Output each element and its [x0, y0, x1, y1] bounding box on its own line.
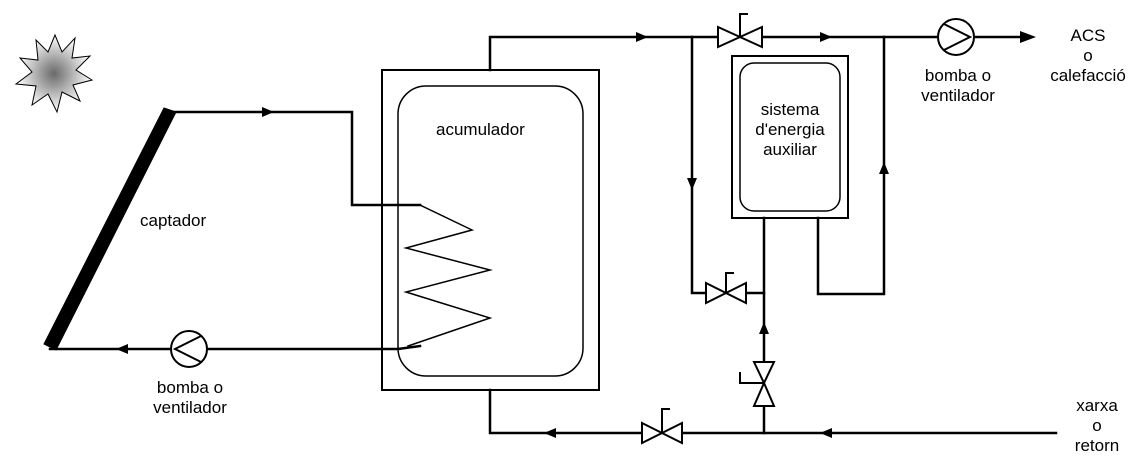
- outlet-label-line2: o: [1083, 46, 1093, 65]
- cold-return-pipe: [488, 388, 644, 435]
- auxiliary-label: sistema d'energia auxiliar: [740, 100, 840, 160]
- collector-supply-pipe: [168, 110, 422, 207]
- inlet-label-line2: o: [1092, 416, 1102, 435]
- heat-exchanger-coil: [403, 203, 493, 347]
- sun-icon: [14, 33, 94, 114]
- outlet-label-line1: ACS: [1070, 26, 1106, 45]
- arrow-icon: [879, 162, 889, 174]
- pump-icon: [937, 18, 975, 56]
- acumulador-label: acumulador: [436, 120, 525, 139]
- arrow-icon: [687, 178, 697, 190]
- outlet-label-line3: calefacció: [1050, 66, 1126, 85]
- pump-bottom-label: bomba o ventilador: [136, 378, 244, 418]
- valve-icon: [705, 272, 747, 305]
- collector-return-pipe: [205, 344, 422, 351]
- arrow-icon: [116, 344, 128, 354]
- pump-bottom-label-line2: ventilador: [153, 398, 227, 417]
- auxiliary-label-line3: auxiliar: [763, 140, 817, 159]
- inlet-label-line1: xarxa: [1076, 396, 1118, 415]
- arrow-icon: [820, 428, 832, 438]
- captador-label: captador: [140, 211, 207, 230]
- pump-top-label-line2: ventilador: [921, 86, 995, 105]
- pump-bottom-label-line1: bomba o: [156, 378, 224, 397]
- auxiliary-label-line1: sistema: [760, 100, 820, 119]
- auxiliary-inner: [739, 62, 841, 212]
- arrow-icon: [1020, 31, 1036, 43]
- pump-top-label: bomba o ventilador: [904, 66, 1012, 106]
- accumulator-outer: [381, 69, 600, 391]
- valve-icon: [641, 408, 683, 445]
- inlet-label-line3: retorn: [1074, 436, 1120, 455]
- pump-top-label-line1: bomba o: [924, 66, 992, 85]
- auxiliary-label-line2: d'energia: [755, 120, 825, 139]
- hot-supply-pipe: [488, 35, 724, 72]
- pump-icon: [170, 330, 208, 368]
- aux-outlet-pipe: [816, 35, 886, 296]
- arrow-icon: [636, 32, 648, 42]
- auxiliary-outer: [731, 55, 849, 219]
- arrow-icon: [544, 428, 556, 438]
- inlet-label: xarxa o retorn: [1062, 396, 1132, 456]
- valve-icon: [739, 361, 776, 407]
- accumulator-inner: [397, 85, 584, 377]
- bypass-pipe: [690, 35, 708, 295]
- arrow-icon: [820, 32, 832, 42]
- outlet-label: ACS o calefacció: [1036, 26, 1140, 86]
- valve-icon: [717, 13, 763, 49]
- arrow-icon: [759, 322, 769, 334]
- arrow-icon: [262, 107, 274, 117]
